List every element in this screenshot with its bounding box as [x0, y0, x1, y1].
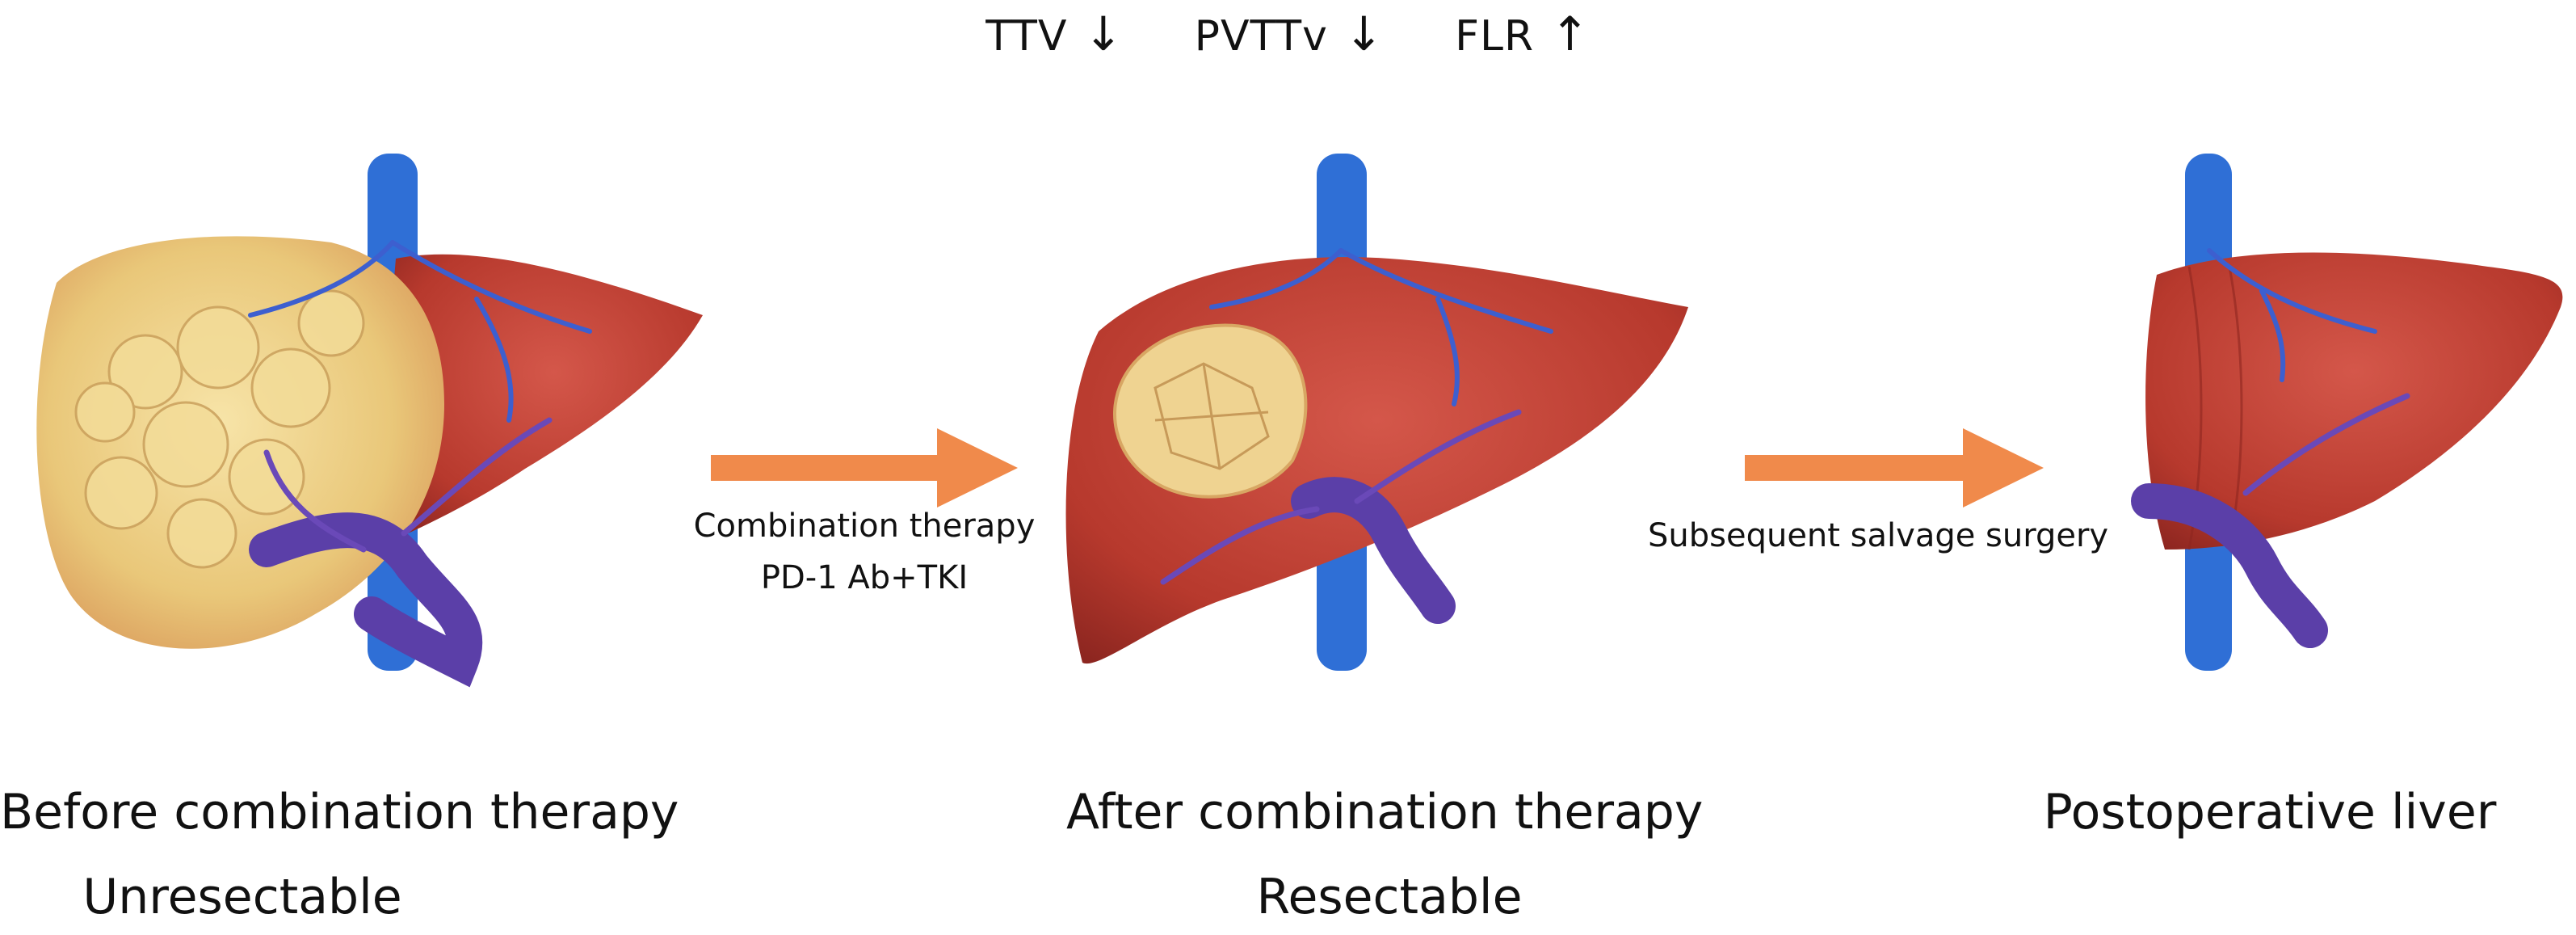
liver-before-therapy-illustration — [36, 154, 703, 688]
ttv-label: TTV — [985, 12, 1068, 61]
stage1-title: Before combination therapy — [0, 784, 679, 840]
therapy-name: Combination therapy — [693, 508, 1036, 545]
therapy-arrow-label: Combination therapy PD-1 Ab+TKI — [646, 508, 1082, 596]
up-arrow-icon: ↑ — [1550, 6, 1591, 61]
surgery-arrow — [1745, 428, 2044, 508]
down-arrow-icon: ↓ — [1343, 6, 1385, 61]
therapy-regimen: PD-1 Ab+TKI — [760, 559, 969, 596]
liver-after-therapy-illustration — [1065, 154, 1688, 671]
down-arrow-icon: ↓ — [1083, 6, 1124, 61]
pvttv-label: PVTTv — [1194, 12, 1328, 61]
liver-right-lobe — [372, 254, 703, 550]
stage3-title: Postoperative liver — [2043, 784, 2497, 840]
surgery-name: Subsequent salvage surgery — [1648, 517, 2109, 554]
liver-postoperative-illustration — [2131, 154, 2563, 671]
surgery-arrow-label: Subsequent salvage surgery — [1648, 517, 2109, 554]
outcome-metrics: TTV ↓ PVTTv ↓ FLR ↑ — [0, 6, 2576, 71]
flr-label: FLR — [1455, 12, 1535, 61]
portal-vein — [2131, 483, 2328, 648]
stage2-subtitle: Resectable — [1256, 869, 1523, 925]
remnant-liver — [2145, 252, 2563, 550]
stage1-subtitle: Unresectable — [82, 869, 402, 925]
portal-vein — [1291, 477, 1456, 624]
therapy-arrow — [711, 428, 1018, 508]
portal-vein — [249, 512, 483, 688]
stage2-title: After combination therapy — [1066, 784, 1704, 840]
